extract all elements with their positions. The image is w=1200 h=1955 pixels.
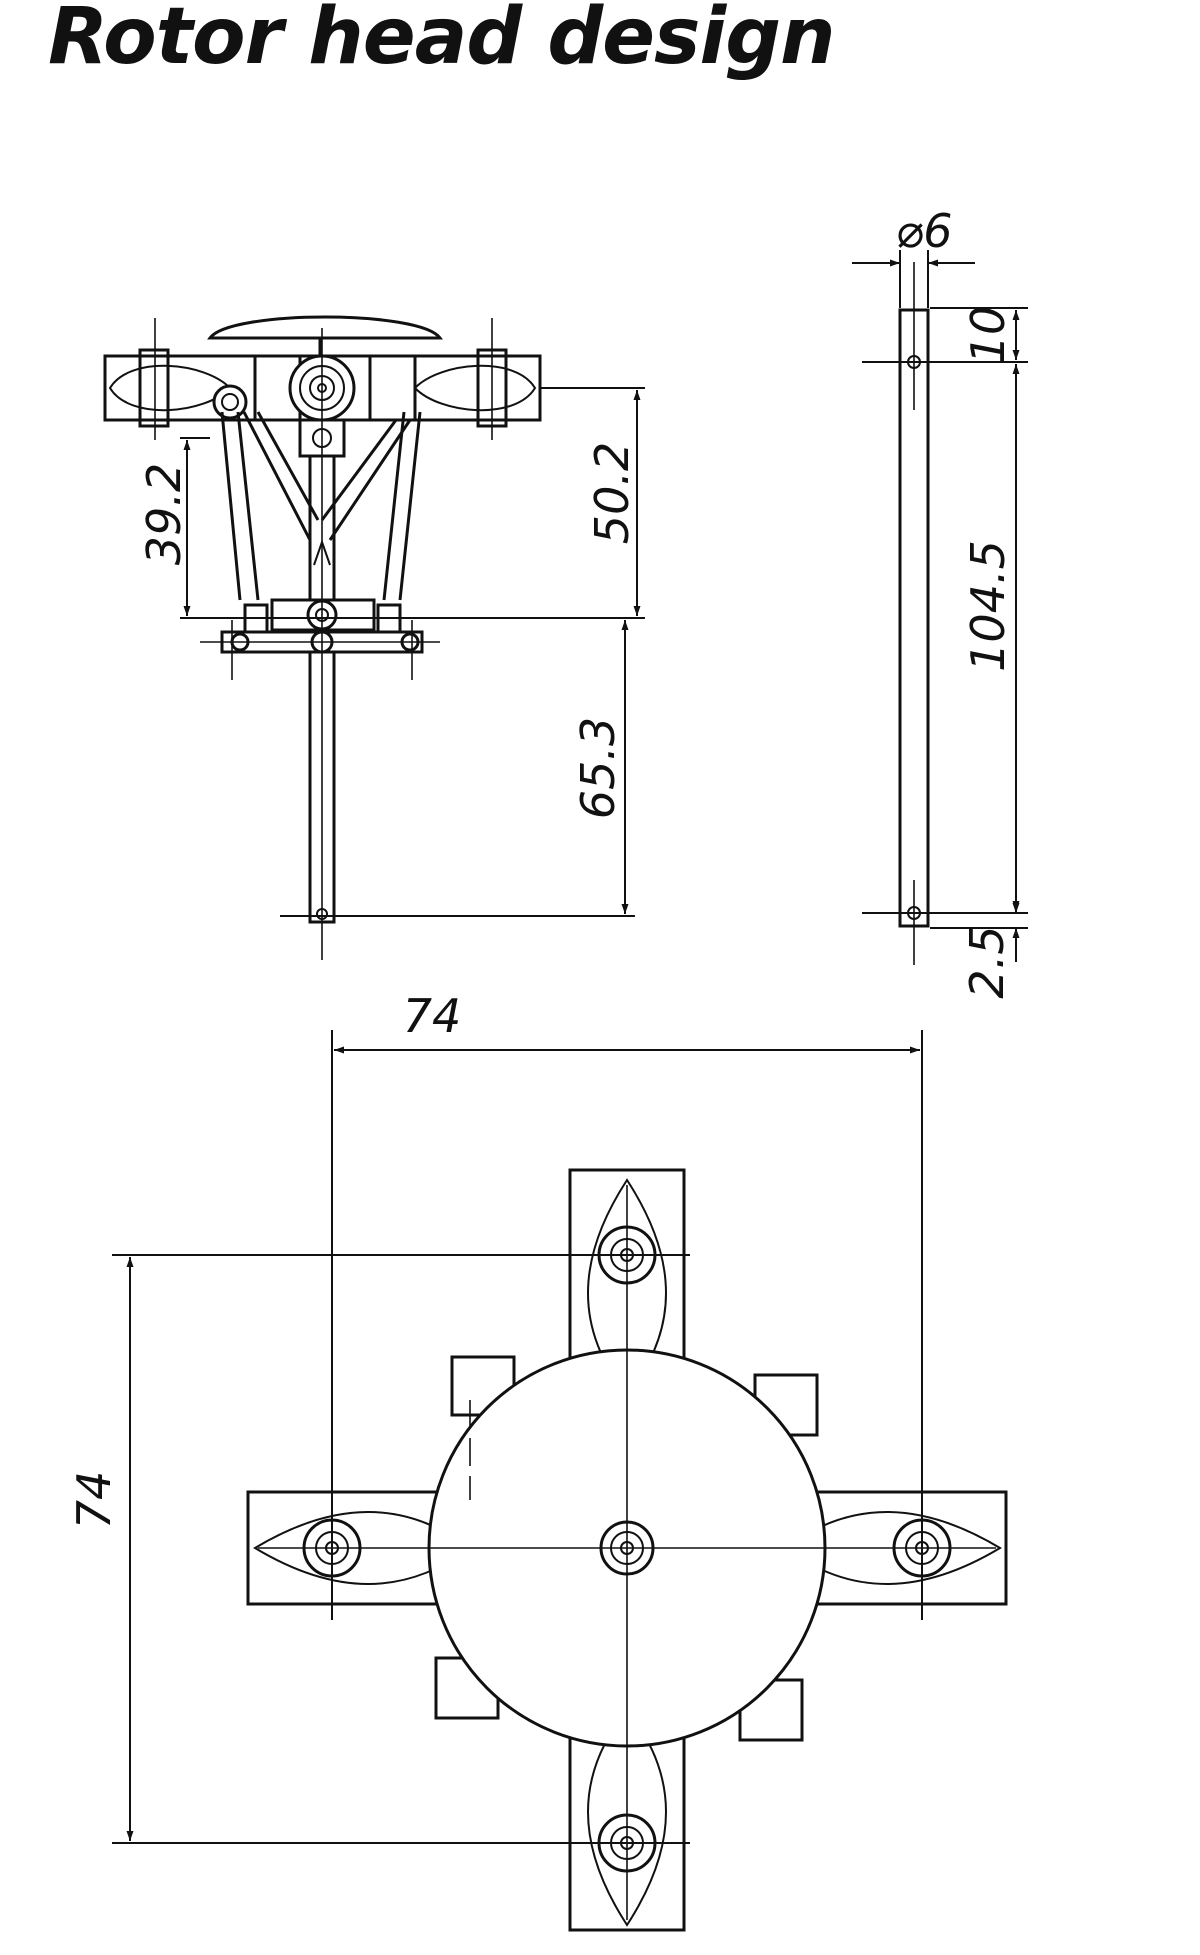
- page-title: Rotor head design: [48, 0, 836, 82]
- dim-2-5-label: 2.5: [960, 925, 1014, 998]
- dim-diameter-label: ⌀6: [896, 204, 953, 258]
- dim-74-vertical-label: 74: [67, 1471, 121, 1530]
- dim-50-2-label: 50.2: [585, 442, 639, 544]
- dim-104-5-label: 104.5: [961, 540, 1015, 672]
- flybar-view: [852, 250, 1028, 965]
- top-view: [112, 1030, 1008, 1932]
- dim-65-3-label: 65.3: [571, 717, 625, 819]
- dim-10-label: 10: [961, 306, 1015, 365]
- dim-39-2-label: 39.2: [137, 463, 191, 565]
- dim-74-horizontal-label: 74: [403, 989, 462, 1043]
- side-view: [103, 315, 645, 960]
